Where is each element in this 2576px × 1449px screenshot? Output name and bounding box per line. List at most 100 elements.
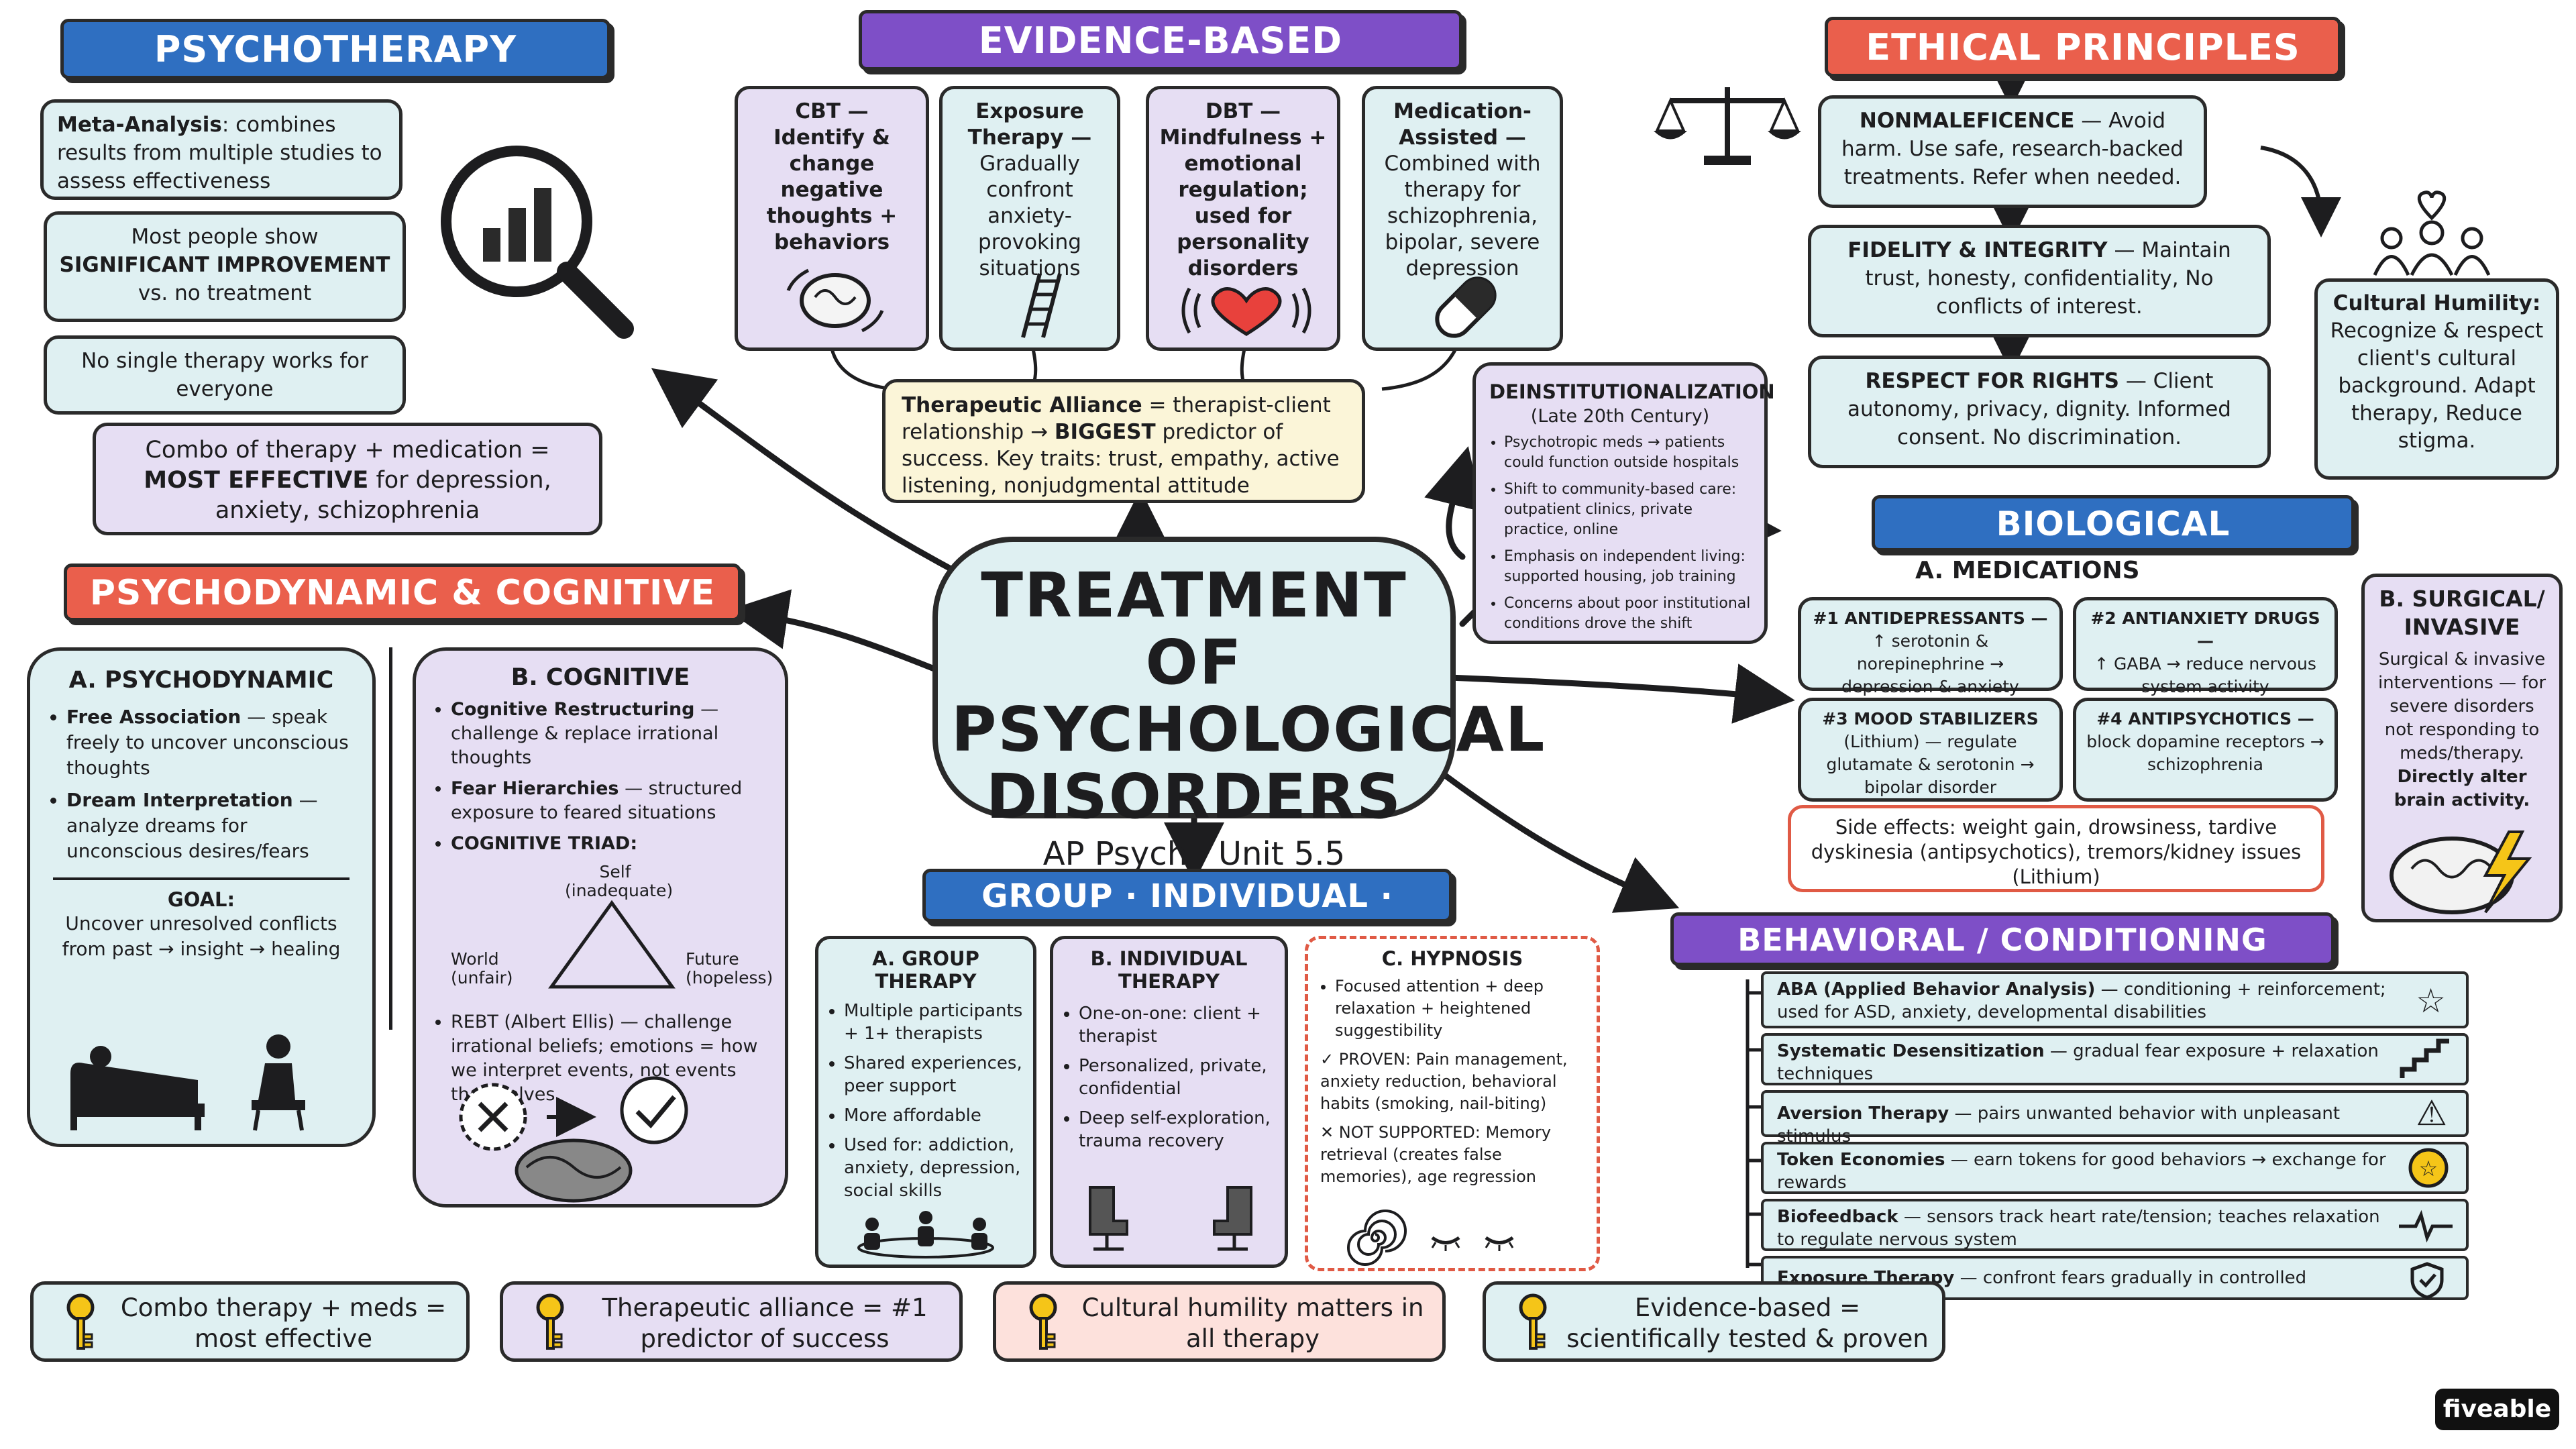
nonmaleficence-card: NONMALEFICENCE — Avoid harm. Use safe, r… [1818,95,2207,208]
deinst-bullet: Concerns about poor institutional condit… [1504,594,1751,634]
magnifier-chart-icon [441,146,634,339]
fidelity-card: FIDELITY & INTEGRITY — Maintain trust, h… [1808,225,2271,337]
rebt-item: REBT (Albert Ellis) — challenge irration… [451,1010,770,1107]
alliance-term: Therapeutic Alliance [902,393,1142,417]
nonmal-text: — Avoid harm. Use safe, research-backed … [1841,109,2184,189]
group-item: More affordable [844,1104,1024,1127]
goal-divider [53,877,350,880]
behavioral-banner: BEHAVIORAL / CONDITIONING THERAPIES [1670,912,2334,1006]
cognitive-card: B. COGNITIVE Cognitive Restructuring — c… [413,647,788,1208]
psychodynamic-title: A. PSYCHODYNAMIC [68,667,334,694]
improvement-card: Most people show SIGNIFICANT IMPROVEMENT… [44,211,406,322]
med-card-antipsychotics: #4 ANTIPSYCHOTICS — block dopamine recep… [2073,698,2338,802]
hypnosis-not-supported: ✕ NOT SUPPORTED: Memory retrieval (creat… [1320,1123,1552,1186]
deinst-title: DEINSTITUTIONALIZATION [1489,380,1775,403]
respect-text: — Client autonomy, privacy, dignity. Inf… [1847,369,2231,449]
hypnosis-intro: Focused attention + deep relaxation + he… [1335,975,1585,1042]
triad-world: World(unfair) [451,949,513,987]
humility-title: Cultural Humility: [2332,291,2541,315]
individual-item: Personalized, private, confidential [1079,1055,1275,1100]
cultural-humility-card: Cultural Humility: Recognize & respect c… [2314,278,2559,480]
medication-title: Medication-Assisted — [1393,99,1532,150]
center-subtitle: AP Psych · Unit 5.5 [1042,835,1346,873]
combo-bold: MOST EFFECTIVE [144,467,369,494]
combo-post: for depression, anxiety, schizophrenia [215,467,551,524]
evidence-banner: EVIDENCE-BASED TREATMENTS [859,10,1462,117]
fidelity-term: FIDELITY & INTEGRITY [1847,238,2108,262]
svg-text:☆: ☆ [2419,1156,2438,1181]
alliance-bold: BIGGEST [1054,420,1156,444]
takeaway-card: Evidence-based = scientifically tested &… [1483,1281,1945,1362]
exposure-text: Gradually confront anxiety-provoking sit… [978,152,1081,280]
cognitive-triad-label: COGNITIVE TRIAD: [451,832,770,856]
meds-heading: A. MEDICATIONS [1915,557,2140,584]
dbt-text: Mindfulness + emotional regulation; used… [1159,125,1327,280]
nonmal-term: NONMALEFICENCE [1859,109,2075,133]
individual-item: Deep self-exploration, trauma recovery [1079,1107,1275,1152]
pulse-icon [2399,1210,2453,1243]
group-circle-icon [857,1211,994,1258]
stairs-icon [2400,1038,2449,1078]
pill-icon [1435,276,1497,338]
med-card-antianxiety: #2 ANTIANXIETY DRUGS — ↑ GABA → reduce n… [2073,597,2338,696]
medication-text: Combined with therapy for schizophrenia,… [1384,152,1541,280]
behavioral-item-token: Token Economies — earn tokens for good b… [1761,1142,2469,1194]
exposure-title: Exposure Therapy — [967,99,1092,150]
respect-card: RESPECT FOR RIGHTS — Client autonomy, pr… [1808,356,2271,468]
deinst-bullet: Emphasis on independent living: supporte… [1504,547,1751,587]
surgical-text: Surgical & invasive interventions — for … [2377,649,2546,763]
respect-term: RESPECT FOR RIGHTS [1865,369,2119,393]
psychodynamic-card: A. PSYCHODYNAMIC Free Association — spea… [27,647,376,1147]
star-icon: ☆ [2416,981,2446,1020]
community-people-icon [2373,191,2491,276]
brain-lightning-icon [2390,830,2532,914]
cbt-text: Identify & change negative thoughts + be… [766,125,898,254]
deinst-bullet: Shift to community-based care: outpatien… [1504,480,1751,540]
hypnosis-card: C. HYPNOSIS Focused attention + deep rel… [1305,936,1600,1271]
bio-banner: BIOLOGICAL INTERVENTIONS [1872,495,2355,594]
takeaway-card: Combo therapy + meds = most effective [30,1281,470,1362]
meta-analysis-term: Meta-Analysis [57,113,222,137]
thought-reframe-icon [459,1076,688,1203]
improvement-pre: Most people show [131,225,319,249]
individual-item: One-on-one: client + therapist [1079,1002,1275,1048]
cognitive-triad: Self(inadequate) World(unfair) Future(ho… [431,863,773,1010]
med-title: #1 ANTIDEPRESSANTS — [1813,608,2048,628]
ladder-icon [1021,273,1062,338]
cbt-title: CBT — [795,99,869,123]
brand-logo[interactable]: fiveable [2435,1389,2559,1430]
title-line3: DISORDERS [985,761,1403,833]
med-card-mood-stabilizers: #3 MOOD STABILIZERS (Lithium) — regulate… [1798,698,2063,802]
group-banner: GROUP · INDIVIDUAL · HYPNOSIS [922,869,1452,963]
spiral-eyes-icon [1347,1210,1514,1266]
research-banner: PSYCHOTHERAPY RESEARCH [60,19,610,125]
warning-icon: ⚠ [2416,1093,2447,1134]
group-item: Shared experiences, peer support [844,1052,1024,1097]
deinst-era: (Late 20th Century) [1530,406,1710,427]
hypnosis-proven: ✓ PROVEN: Pain management, anxiety reduc… [1320,1050,1568,1113]
alliance-text1: = therapist-client relationship → [902,393,1331,444]
improvement-post: vs. no treatment [138,281,312,305]
triad-triangle [548,900,676,989]
meta-analysis-card: Meta-Analysis: combines results from mul… [40,99,402,200]
group-title: A. GROUP THERAPY [872,947,979,993]
therapeutic-alliance-card: Therapeutic Alliance = therapist-client … [882,379,1365,503]
side-effects-note: Side effects: weight gain, drowsiness, t… [1788,805,2324,892]
combo-pre: Combo of therapy + medication = [145,437,550,464]
individual-title: B. INDIVIDUAL THERAPY [1090,947,1248,993]
med-text: (Lithium) — regulate glutamate & seroton… [1826,732,2035,797]
key-icon [536,1293,564,1350]
column-divider [389,647,392,1030]
two-chairs-icon [1089,1186,1252,1251]
med-text: ↑ serotonin & norepinephrine → depressio… [1841,631,2019,696]
group-item: Used for: addiction, anxiety, depression… [844,1134,1024,1202]
title-line2: PSYCHOLOGICAL [951,694,1546,765]
cognitive-item: Cognitive Restructuring — challenge & re… [451,698,770,770]
token-icon: ☆ [2408,1148,2449,1188]
med-text: block dopamine receptors → schizophrenia [2086,732,2324,774]
central-title-node: TREATMENT OF PSYCHOLOGICAL DISORDERS AP … [932,537,1546,873]
cognitive-item: Fear Hierarchies — structured exposure t… [451,777,770,825]
med-card-antidepressants: #1 ANTIDEPRESSANTS — ↑ serotonin & norep… [1798,597,2063,696]
takeaway-card: Therapeutic alliance = #1 predictor of s… [500,1281,963,1362]
med-text: ↑ GABA → reduce nervous system activity [2094,654,2316,696]
